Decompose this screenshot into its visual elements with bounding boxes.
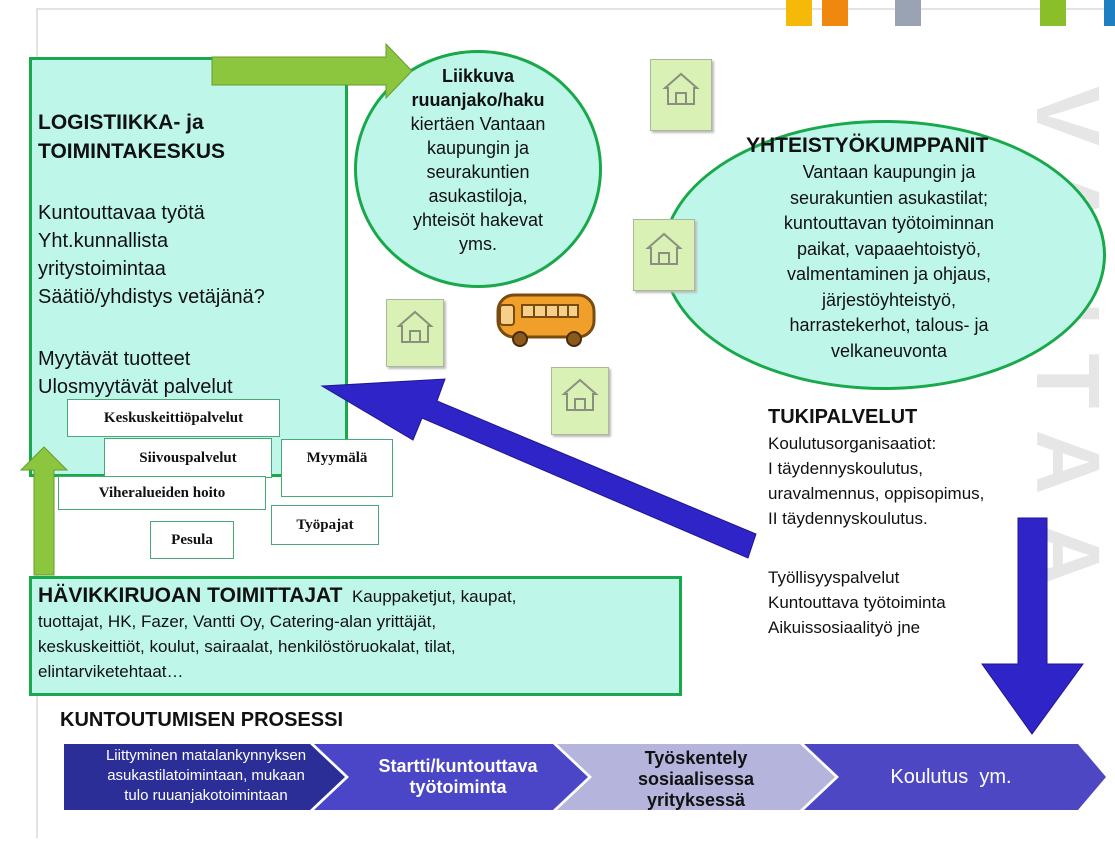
house-note-2: [633, 219, 695, 291]
house-icon: [396, 310, 434, 343]
tag-keskuskeittiopalvelut: Keskuskeittiöpalvelut: [67, 399, 280, 437]
tag-viheralueiden-hoito: Viheralueiden hoito: [58, 476, 266, 510]
process-title: KUNTOUTUMISEN PROSESSI: [60, 709, 343, 731]
process-step-3: Työskentely sosiaalisessa yrityksessä: [637, 748, 755, 810]
support-line-5: Työllisyyspalvelut: [768, 568, 900, 587]
food-waste-suppliers-box: [29, 576, 682, 696]
process-step-4-shape: [804, 744, 1106, 810]
support-line-4: II täydennyskoulutus.: [768, 509, 928, 528]
logistics-line-2: Yht.kunnallista: [38, 230, 169, 252]
food-waste-suppliers-text: HÄVIKKIRUOAN TOIMITTAJAT Kauppaketjut, k…: [38, 584, 517, 681]
support-services-title: TUKIPALVELUT: [768, 406, 918, 428]
accent-square-blue: [1104, 0, 1115, 26]
support-line-7: Aikuissosiaalityö jne: [768, 618, 921, 637]
partners-title: YHTEISTYÖKUMPPANIT: [746, 134, 989, 157]
process-step-1-shape: [64, 744, 345, 810]
accent-square-grey: [895, 0, 921, 26]
bus-icon: [496, 293, 596, 347]
tag-siivouspalvelut: Siivouspalvelut: [104, 438, 272, 478]
tag-tyopajat: Työpajat: [271, 505, 379, 545]
process-step-4: Koulutus ym.: [890, 766, 1012, 788]
green-arrow-up: [19, 446, 69, 576]
logistics-line-6: Ulosmyytävät palvelut: [38, 376, 233, 398]
blue-arrow-down: [981, 517, 1084, 735]
blue-arrow-diagonal: [320, 378, 757, 559]
partners-ellipse: [662, 120, 1106, 390]
house-icon: [645, 232, 683, 265]
support-line-1: Koulutusorganisaatiot:: [768, 434, 937, 453]
house-note-3: [386, 299, 444, 367]
process-step-2: Startti/kuntouttava työtoiminta: [378, 756, 538, 797]
accent-square-yellow: [786, 0, 812, 26]
tag-myymala: Myymälä: [281, 439, 393, 497]
green-arrow-right: [211, 42, 413, 100]
logistics-line-5: Myytävät tuotteet: [38, 348, 191, 370]
logistics-line-4: Säätiö/yhdistys vetäjänä?: [38, 286, 265, 308]
accent-square-green: [1040, 0, 1066, 26]
house-icon: [561, 378, 599, 411]
logistics-line-3: yritystoimintaa: [38, 258, 166, 280]
suppliers-title: HÄVIKKIRUOAN TOIMITTAJAT: [38, 584, 343, 607]
partners-text: Vantaan kaupungin ja seurakuntien asukas…: [783, 162, 995, 361]
mobile-distribution-text: Liikkuva ruuanjako/haku kiertäen Vantaan…: [410, 66, 546, 254]
process-step-2-shape: [314, 744, 588, 810]
support-line-2: I täydennyskoulutus,: [768, 459, 923, 478]
house-note-4: [551, 367, 609, 435]
house-icon: [662, 72, 700, 105]
logistics-line-1: Kuntouttavaa työtä: [38, 202, 205, 224]
slide-frame-top: [36, 8, 1115, 10]
house-note-1: [650, 59, 712, 131]
accent-square-orange: [822, 0, 848, 26]
logistics-title: LOGISTIIKKA- ja TOIMINTAKESKUS: [38, 111, 226, 163]
tag-pesula: Pesula: [150, 521, 234, 559]
support-line-3: uravalmennus, oppisopimus,: [768, 484, 985, 503]
mobile-distribution-ellipse: [354, 50, 602, 288]
support-line-6: Kuntouttava työtoiminta: [768, 593, 946, 612]
process-step-3-shape: [557, 744, 835, 810]
process-step-1: Liittyminen matalankynnyksen asukastilat…: [105, 747, 307, 804]
